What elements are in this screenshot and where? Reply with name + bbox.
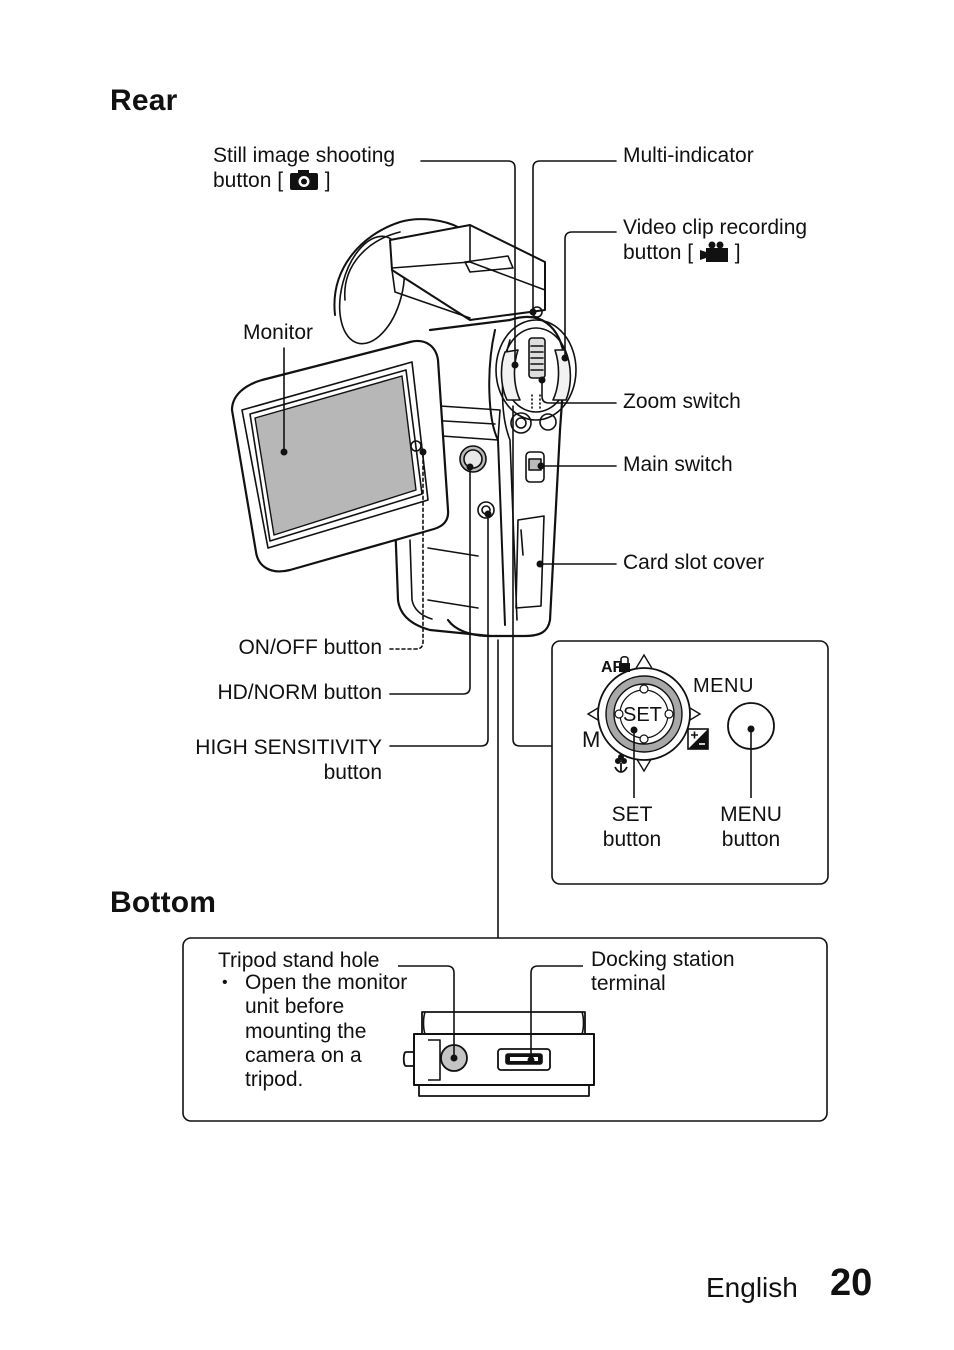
af-lock-label: AF	[601, 659, 623, 676]
camera-icon	[289, 170, 318, 190]
menu-key-label: MENU	[693, 675, 754, 697]
monitor-label: Monitor	[243, 321, 314, 344]
page-number: 20	[830, 1262, 873, 1304]
lock-icon	[619, 655, 630, 672]
rear-heading: Rear	[110, 84, 178, 117]
video-clip-label: Video clip recording button [ ]	[623, 216, 808, 264]
hd-norm-button-label: HD/NORM button	[217, 681, 382, 704]
card-slot-cover-label: Card slot cover	[623, 551, 765, 574]
tripod-note-list: Open the monitor unit before mounting th…	[222, 971, 407, 1092]
main-switch-label: Main switch	[623, 453, 733, 476]
multi-indicator-label: Multi-indicator	[623, 144, 754, 167]
m-label: M	[582, 727, 601, 752]
still-image-label: Still image shooting button [ ]	[213, 144, 396, 192]
monitor	[230, 339, 450, 573]
tripod-note: Open the monitor unit before mounting th…	[222, 971, 407, 1092]
zoom-switch-label: Zoom switch	[623, 390, 741, 413]
bottom-heading: Bottom	[110, 886, 217, 919]
high-sensitivity-button-label: HIGH SENSITIVITY button	[195, 736, 382, 784]
menu-button-label: MENU button	[720, 803, 782, 851]
flower-icon	[614, 754, 628, 773]
set-menu-panel	[551, 640, 829, 885]
leader-endpoints	[280, 308, 569, 568]
video-camera-icon	[699, 241, 728, 262]
footer-language: English	[706, 1272, 798, 1303]
docking-station-terminal-label: Docking station terminal	[591, 948, 735, 995]
tripod-stand-hole-label: Tripod stand hole	[218, 949, 380, 972]
set-button-label: SET button	[602, 803, 662, 851]
on-off-button-label: ON/OFF button	[238, 636, 382, 659]
exposure-compensation-icon	[687, 728, 709, 750]
set-dial-label: SET	[623, 704, 662, 726]
leader-lines	[283, 160, 617, 939]
